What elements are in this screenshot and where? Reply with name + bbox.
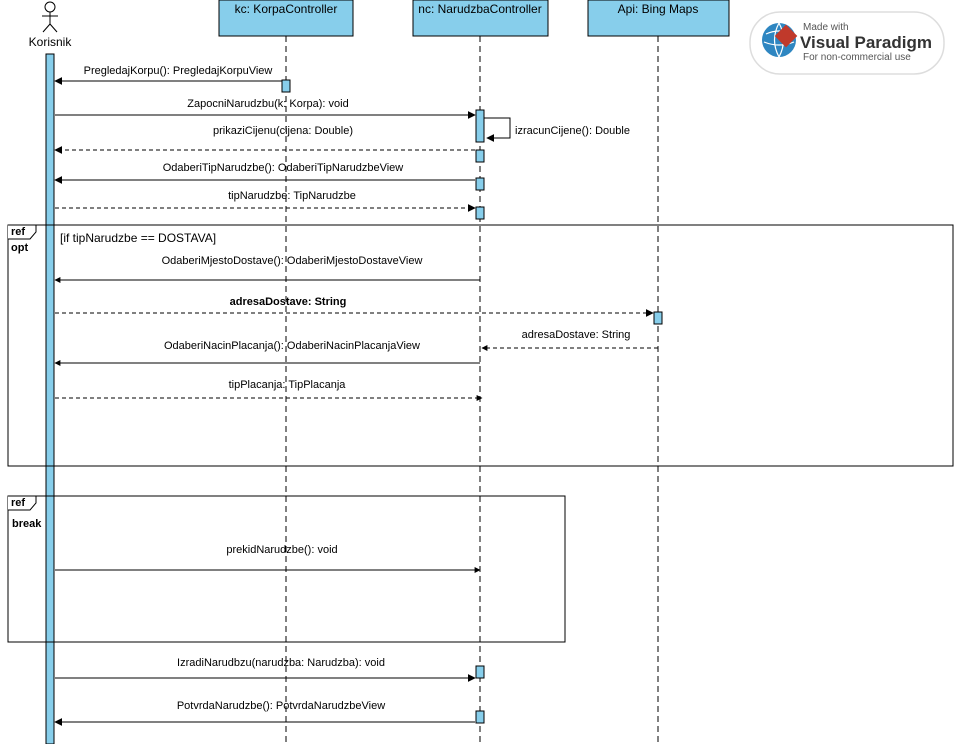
message-label: prikaziCijenu(cijena: Double) [213,125,353,137]
fragment-opt-guard: [if tipNarudzbe == DOSTAVA] [60,231,216,245]
fragment-break: ref break [7,495,566,643]
activation-kc-1 [281,79,291,93]
fragment-opt-tag-box [8,224,37,240]
message-m8[interactable]: adresaDostave: String [55,296,654,317]
message-m10[interactable]: OdaberiNacinPlacanja(): OdaberiNacinPlac… [54,340,480,366]
message-label: PotvrdaNarudzbe(): PotvrdaNarudzbeView [177,700,385,712]
fragment-opt-operator: opt [11,242,28,254]
actor-left-leg [42,23,51,33]
globe-lines [763,22,795,58]
message-label: tipNarudzbe: TipNarudzbe [228,190,356,202]
message-m1[interactable]: PregledajKorpu(): PregledajKorpuView [54,65,282,85]
message-label: PregledajKorpu(): PregledajKorpuView [84,65,273,77]
message-label: adresaDostave: String [230,296,347,308]
watermark-line3: For non-commercial use [803,52,911,63]
activation-nc-4 [475,206,485,220]
message-label: adresaDostave: String [522,329,631,341]
lifeline-kc: kc: KorpaController [218,0,354,744]
message-label: prekidNarudzbe(): void [226,544,337,556]
message-m2[interactable]: ZapocniNarudzbu(k: Korpa): void [55,98,476,119]
actor-head-icon [44,1,56,13]
actor-activation-bar [45,53,55,744]
watermark: Made with Visual Paradigm For non-commer… [749,11,945,75]
fragment-break-tag: ref [11,497,25,509]
message-label: IzradiNarudbzu(narudzba: Narudzba): void [177,657,385,669]
fragment-break-frame [7,495,566,643]
lifeline-head-api[interactable] [587,0,730,37]
lifeline-head-kc[interactable] [218,0,354,37]
activation-nc-2 [475,149,485,163]
watermark-line2: Visual Paradigm [800,33,932,52]
message-label: OdaberiMjestoDostave(): OdaberiMjestoDos… [162,255,423,267]
message-m14[interactable]: PotvrdaNarudzbe(): PotvrdaNarudzbeView [54,700,475,726]
actor-right-leg [49,23,58,33]
lifeline-label-nc: nc: NarudzbaController [418,2,541,16]
activation-api-1 [653,311,663,325]
lifeline-label-api: Api: Bing Maps [618,2,699,16]
message-m7[interactable]: OdaberiMjestoDostave(): OdaberiMjestoDos… [54,255,480,283]
fragment-break-tag-box [8,495,37,511]
fragment-opt-tag: ref [11,226,25,238]
activation-nc-6 [475,710,485,724]
activation-nc-3 [475,177,485,191]
lifeline-api: Api: Bing Maps [587,0,730,744]
message-label: tipPlacanja: TipPlacanja [229,379,347,391]
lifeline-head-nc[interactable] [412,0,549,37]
message-m12[interactable]: prekidNarudzbe(): void [55,544,481,573]
watermark-line1: Made with [803,22,849,33]
message-m13[interactable]: IzradiNarudbzu(narudzba: Narudzba): void [55,657,476,682]
actor-label: Korisnik [29,35,73,49]
message-m9[interactable]: adresaDostave: String [481,329,658,351]
message-m4[interactable]: prikaziCijenu(cijena: Double) [54,125,475,154]
message-label: OdaberiNacinPlacanja(): OdaberiNacinPlac… [164,340,420,352]
activation-nc-1 [475,109,485,143]
lifeline-label-kc: kc: KorpaController [235,2,338,16]
message-label: izracunCijene(): Double [515,125,630,137]
message-label: OdaberiTipNarudzbe(): OdaberiTipNarudzbe… [163,162,404,174]
fragment-opt: ref opt [if tipNarudzbe == DOSTAVA] [7,224,954,467]
watermark-badge [749,11,945,75]
fragment-break-operator: break [12,518,42,530]
actor-korisnik: Korisnik [29,1,73,49]
fragment-opt-frame [7,224,954,467]
message-m3[interactable]: izracunCijene(): Double [484,117,630,142]
message-arrow-self [484,117,511,142]
activation-nc-5 [475,665,485,679]
message-m11[interactable]: tipPlacanja: TipPlacanja [55,379,483,401]
message-m6[interactable]: tipNarudzbe: TipNarudzbe [55,190,476,212]
message-label: ZapocniNarudzbu(k: Korpa): void [187,98,348,110]
message-m5[interactable]: OdaberiTipNarudzbe(): OdaberiTipNarudzbe… [54,162,475,184]
lifeline-nc: nc: NarudzbaController [412,0,549,744]
